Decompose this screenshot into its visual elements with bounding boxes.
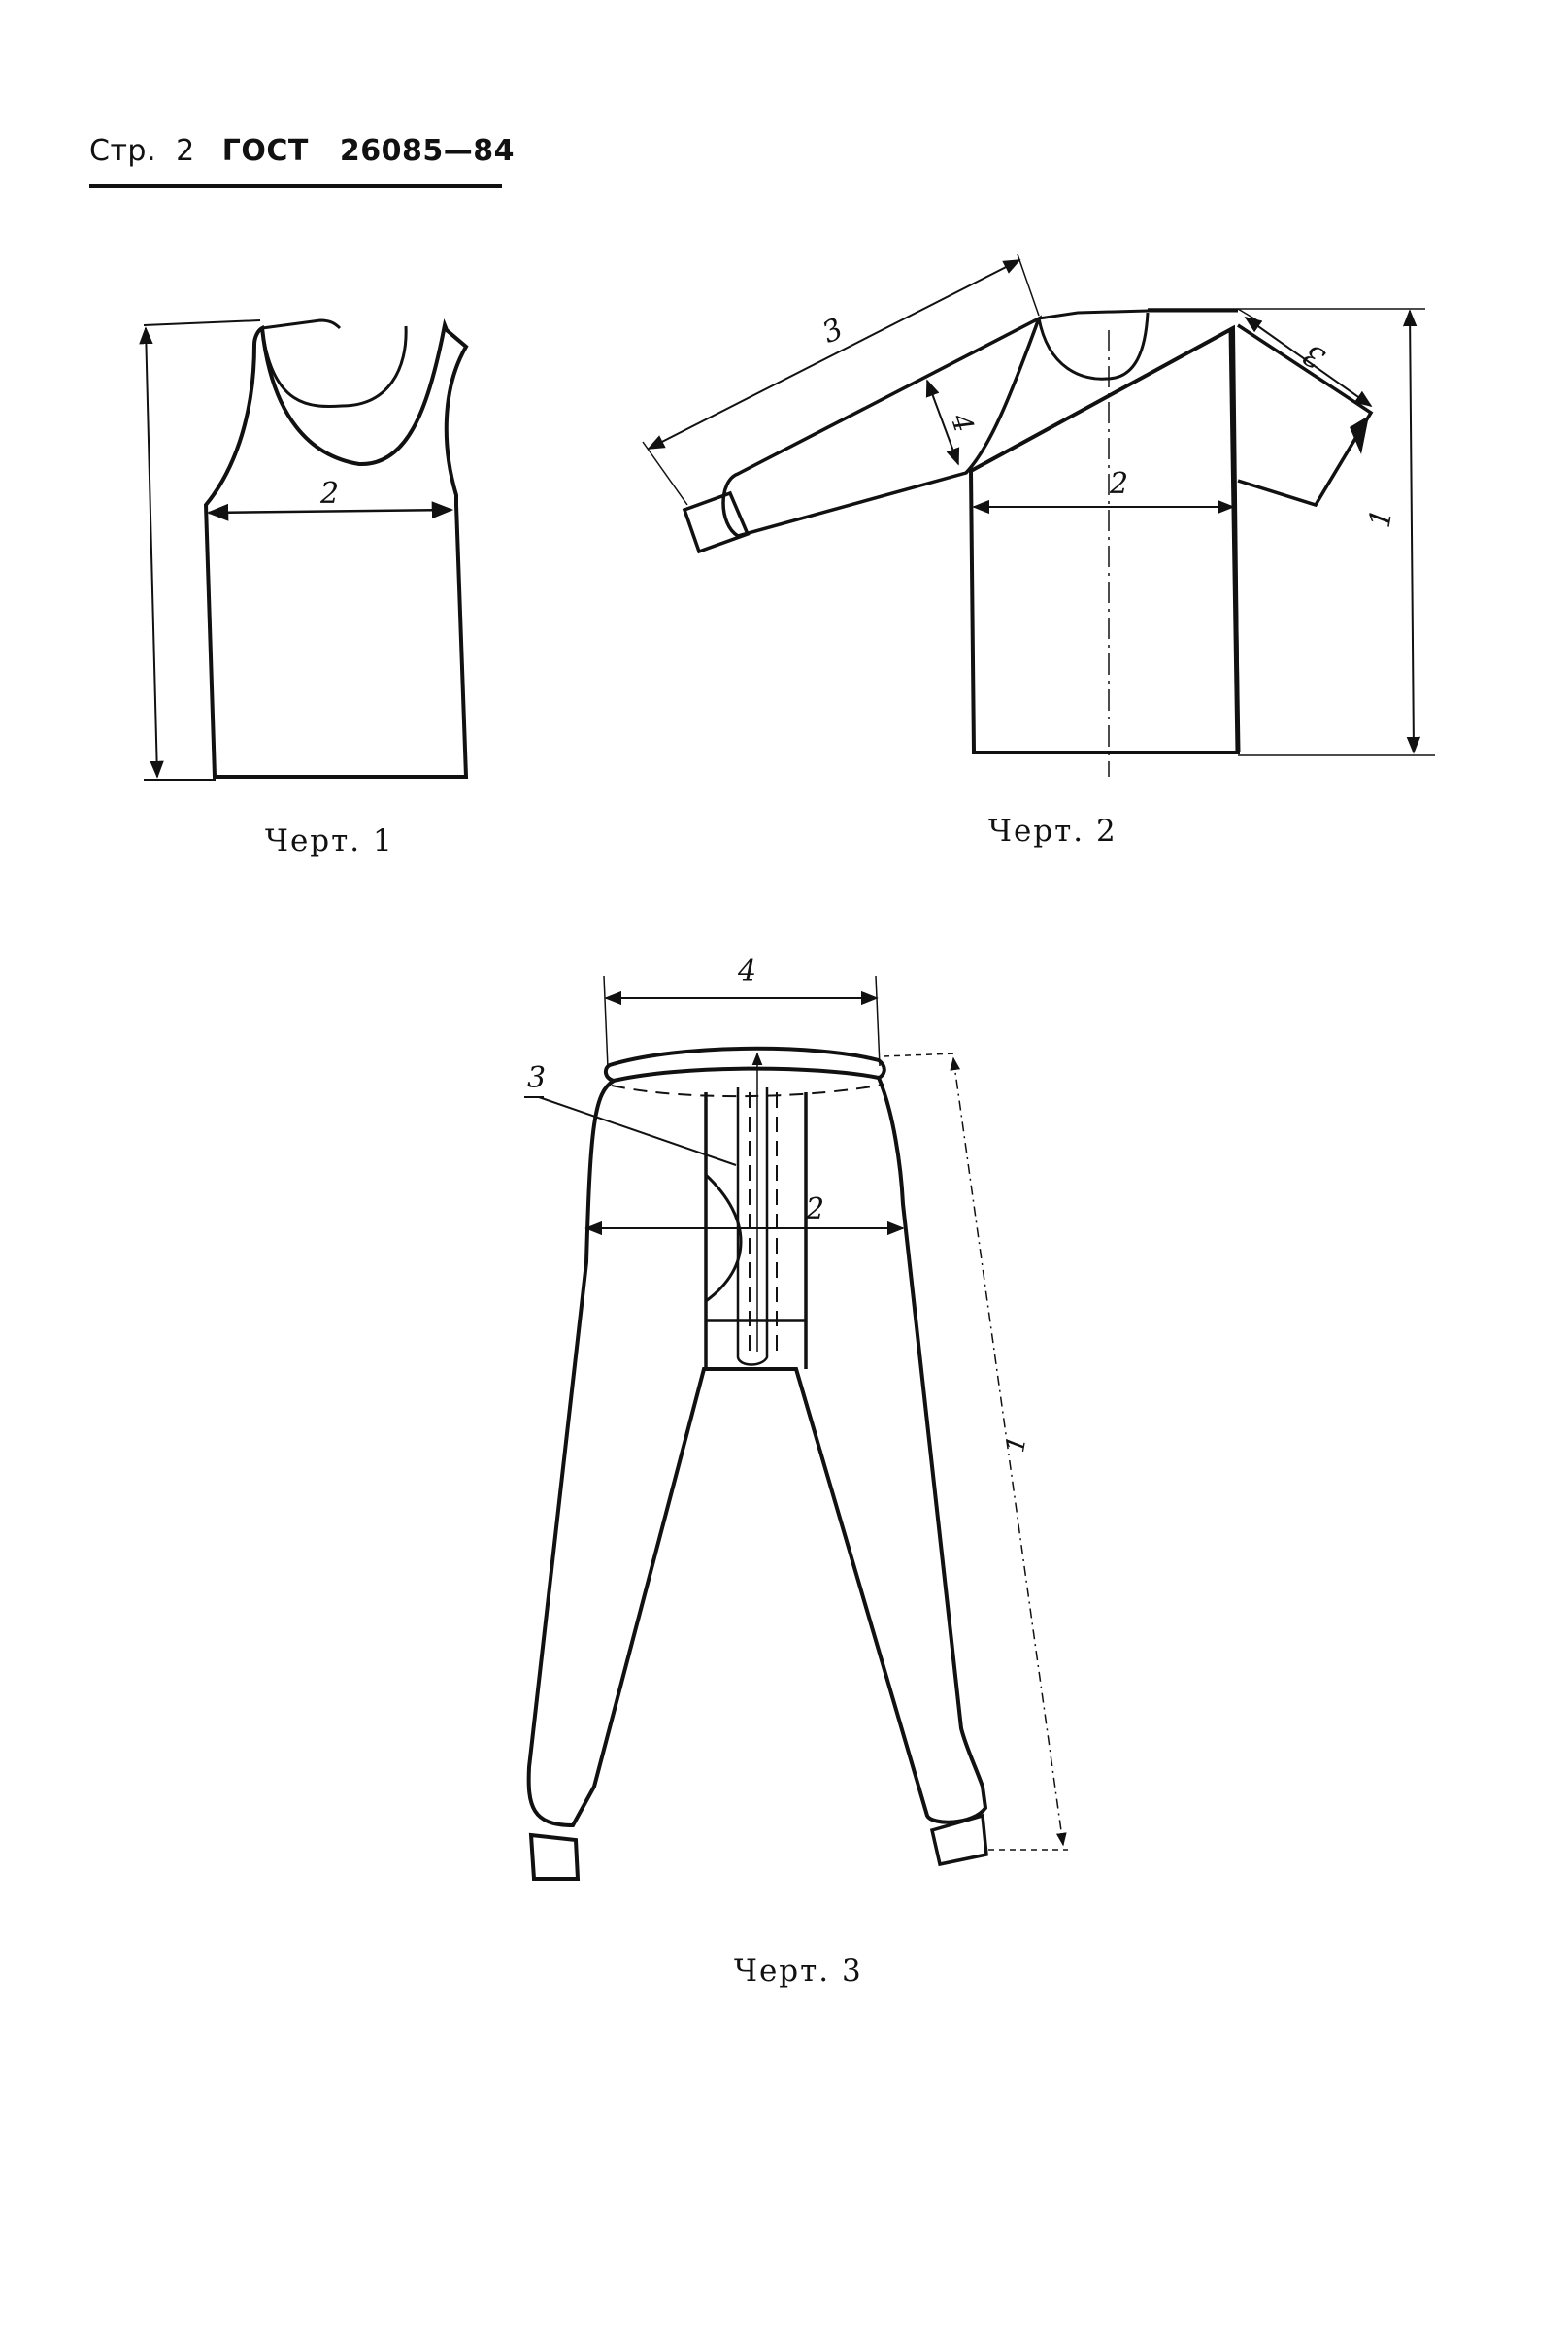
shirt-sleeve-width-dimension <box>925 379 960 466</box>
shirt-shoulder-line <box>1038 309 1238 320</box>
pants-outline <box>526 1077 988 1828</box>
shirt-right-sleeve <box>1237 323 1374 508</box>
pants-fly-leader <box>538 1096 737 1166</box>
singlet-length-extension-top <box>143 319 261 326</box>
figure-1-singlet: 2 <box>139 318 469 781</box>
pants-fly-stitch <box>749 1092 778 1354</box>
pants-waist-extension-right <box>875 975 881 1067</box>
pants-waist-extension-left <box>603 975 609 1069</box>
pants-waist-label: 4 <box>737 954 756 988</box>
header-underline <box>89 184 502 188</box>
shirt-sleeve-length-dimension <box>647 259 1021 450</box>
figure-1-caption: Черт. 1 <box>265 823 394 858</box>
page-label: Стр. <box>89 134 157 168</box>
figure-3-long-johns: 4 2 3 1 <box>524 954 1068 1881</box>
standard-name: ГОСТ <box>221 134 309 168</box>
figure-2-caption: Черт. 2 <box>988 814 1118 849</box>
pants-left-cuff <box>528 1832 581 1881</box>
shirt-sleeve-length-label: 3 <box>817 312 849 351</box>
shirt-neck <box>1037 312 1150 381</box>
shirt-sleeve-width-label: 4 <box>944 409 980 436</box>
pants-crotch <box>704 1092 808 1369</box>
standard-number: 26085—84 <box>339 134 515 168</box>
pants-waistband-stitch <box>611 1084 884 1098</box>
shirt-right-sleeve-dimension <box>1244 316 1373 408</box>
shirt-right-cuff <box>1350 416 1369 454</box>
pants-length-dimension <box>950 1056 1067 1847</box>
singlet-chest-label: 2 <box>319 477 339 511</box>
singlet-left-strap <box>261 318 342 330</box>
shirt-left-sleeve <box>721 315 1043 538</box>
singlet-outline <box>203 318 469 779</box>
shirt-length-label: 1 <box>1363 506 1400 530</box>
pants-hip-label: 2 <box>805 1192 824 1226</box>
pants-pouch <box>704 1173 743 1303</box>
figure-3-caption: Черт. 3 <box>734 1954 863 1989</box>
page-number: 2 <box>176 134 195 168</box>
pants-fly <box>736 1087 769 1366</box>
pants-length-extension-top <box>883 1053 957 1057</box>
singlet-neckline <box>260 325 408 408</box>
shirt-chest-label: 2 <box>1109 467 1128 501</box>
shirt-sleeve-extension-top <box>1017 253 1040 317</box>
pants-waistband <box>603 1046 886 1084</box>
shirt-sleeve-extension-bottom <box>642 441 688 506</box>
figure-2-shirt: 1 2 3 4 3 <box>642 253 1435 777</box>
shirt-left-cuff <box>682 490 751 554</box>
pants-length-label: 1 <box>1001 1434 1032 1455</box>
singlet-chest-dimension <box>206 501 454 521</box>
shirt-right-sleeve-label: 3 <box>1298 337 1331 376</box>
pants-fly-label: 3 <box>527 1061 546 1095</box>
shirt-length-dimension <box>1402 309 1421 754</box>
shirt-right-side <box>1228 327 1241 753</box>
page-header: Стр. 2 ГОСТ 26085—84 <box>89 134 515 168</box>
singlet-length-dimension <box>139 326 164 779</box>
